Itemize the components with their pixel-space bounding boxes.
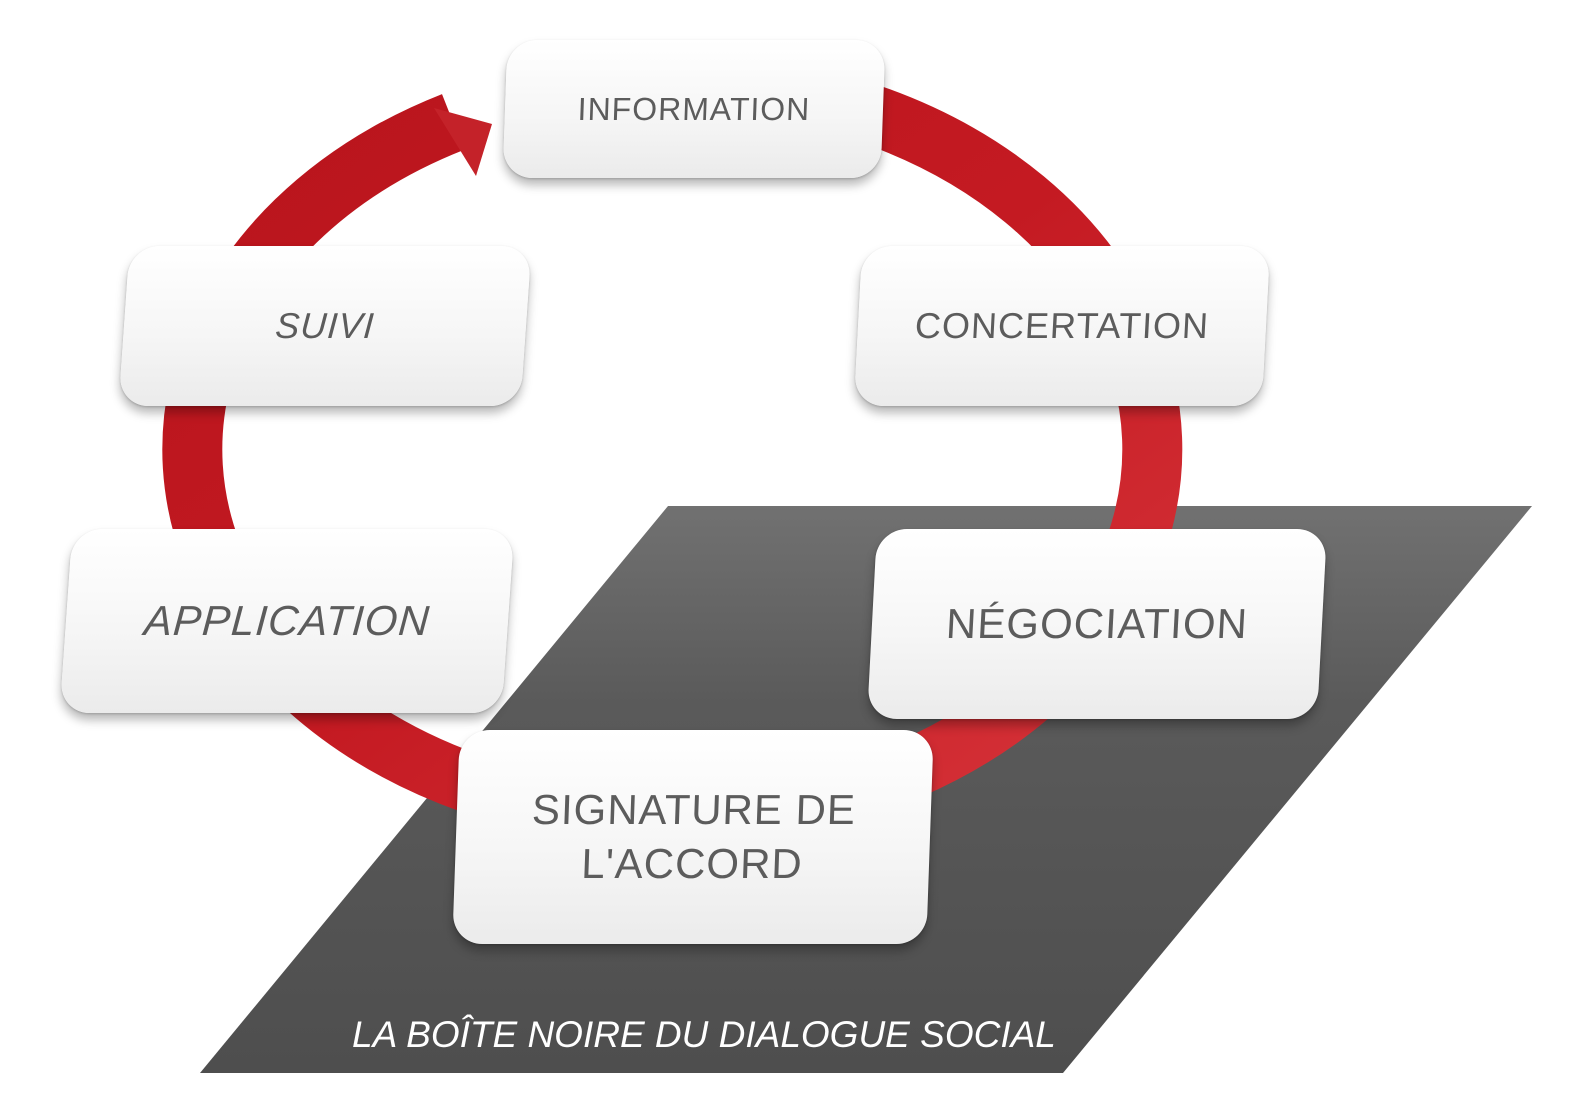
- step-information: INFORMATION: [502, 40, 886, 178]
- step-signature-label: SIGNATURE DE L'ACCORD: [531, 786, 857, 887]
- step-suivi: SUIVI: [118, 246, 532, 406]
- step-signature: SIGNATURE DE L'ACCORD: [452, 730, 934, 944]
- step-negociation-label: NÉGOCIATION: [944, 600, 1250, 647]
- step-information-label: INFORMATION: [577, 90, 811, 127]
- step-concertation: CONCERTATION: [853, 246, 1271, 406]
- step-concertation-label: CONCERTATION: [913, 305, 1211, 346]
- black-box-caption: LA BOÎTE NOIRE DU DIALOGUE SOCIAL: [352, 1014, 1056, 1055]
- step-suivi-label: SUIVI: [274, 305, 376, 346]
- cycle-arrow-head: [434, 108, 492, 176]
- step-negociation: NÉGOCIATION: [867, 529, 1327, 719]
- step-application-label: APPLICATION: [142, 597, 432, 644]
- step-application: APPLICATION: [59, 529, 515, 713]
